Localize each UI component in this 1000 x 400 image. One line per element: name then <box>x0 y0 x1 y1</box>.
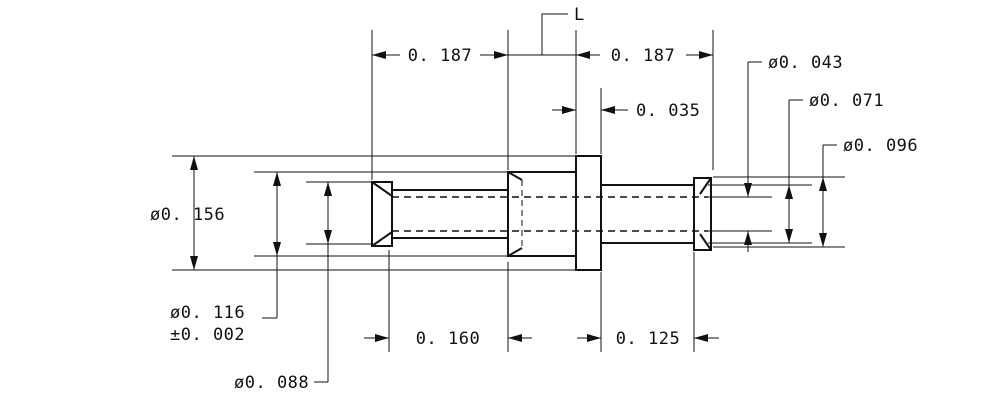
callout-l-label: L <box>574 5 585 25</box>
dimension-flange-thickness: 0. 035 <box>552 101 700 121</box>
body-diameter-tolerance: ±0. 002 <box>170 325 245 345</box>
dimension-right-outer-diameter: ø0. 096 <box>819 136 918 247</box>
dimension-left-bore-diameter: ø0. 088 <box>234 182 332 393</box>
left-cup <box>371 181 393 247</box>
dimension-right-length: 0. 187 <box>576 46 713 66</box>
dimension-right-bottom-length: 0. 125 <box>577 329 719 349</box>
right-outer-diameter-label: ø0. 096 <box>843 136 918 156</box>
callout-l: L <box>508 5 585 56</box>
dimension-left-bottom-length: 0. 160 <box>364 329 532 349</box>
extension-lines <box>172 30 845 352</box>
dimension-outer-diameter: ø0. 156 <box>150 156 225 270</box>
dimension-body-diameter: ø0. 116 ±0. 002 <box>170 172 281 345</box>
left-bottom-length-label: 0. 160 <box>416 329 480 349</box>
part-outline <box>371 155 712 271</box>
flange-thickness-label: 0. 035 <box>636 101 700 121</box>
flange <box>575 155 602 271</box>
left-bore-diameter-label: ø0. 088 <box>234 373 309 393</box>
dimension-right-small-diameter: ø0. 043 <box>744 53 843 252</box>
body-diameter-label: ø0. 116 <box>170 303 245 323</box>
right-bottom-length-label: 0. 125 <box>616 329 680 349</box>
right-cup <box>693 177 712 251</box>
left-length-label: 0. 187 <box>408 46 472 66</box>
right-mid-diameter-label: ø0. 071 <box>809 91 884 111</box>
dimension-right-mid-diameter: ø0. 071 <box>785 91 884 243</box>
right-small-diameter-label: ø0. 043 <box>768 53 843 73</box>
right-length-label: 0. 187 <box>611 46 675 66</box>
dimension-left-length: 0. 187 <box>372 46 508 66</box>
outer-diameter-label: ø0. 156 <box>150 205 225 225</box>
middle-body <box>507 171 577 257</box>
